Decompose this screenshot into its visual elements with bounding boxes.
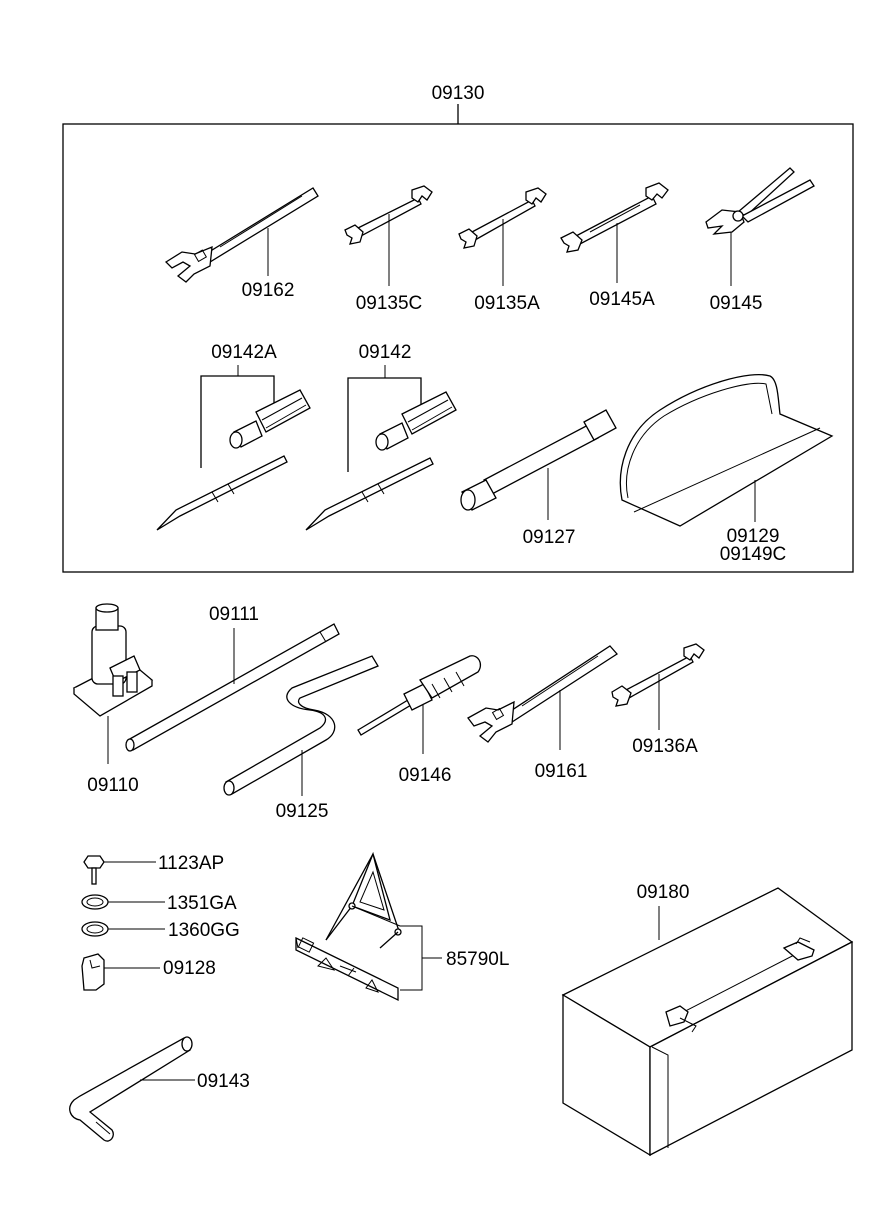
pliers-09145[interactable]: 09145 [705,167,815,314]
label-09145[interactable]: 09145 [710,293,763,314]
bottle-jack-09110[interactable]: 09110 [72,603,154,796]
open-end-wrench-09145a[interactable]: 09145A [560,182,669,310]
label-09135a[interactable]: 09135A [474,293,540,314]
screwdriver-set-09142[interactable]: 09142 [305,342,457,531]
label-09110[interactable]: 09110 [87,775,138,796]
label-09180[interactable]: 09180 [637,882,690,903]
label-1123ap[interactable]: 1123AP [158,853,224,874]
tool-kit-frame [62,123,854,573]
label-09129[interactable]: 09129 [727,526,780,547]
bolt-1123ap[interactable]: 1123AP [83,853,224,885]
label-1360gg[interactable]: 1360GG [168,920,240,941]
open-end-wrench-09135a[interactable]: 09135A [458,187,547,314]
jack-handle-rod-09111[interactable]: 09111 [125,604,340,752]
open-end-wrench-09136a[interactable]: 09136A [611,643,705,757]
open-end-wrench-09135c[interactable]: 09135C [344,185,433,314]
tool-kit-group: 09130 [62,83,854,573]
label-09161[interactable]: 09161 [535,761,588,782]
label-09142a[interactable]: 09142A [211,342,277,363]
crank-handle-09125[interactable]: 09125 [223,655,379,822]
hex-key-09143[interactable]: 09143 [69,1036,250,1142]
label-09125[interactable]: 09125 [276,801,329,822]
label-09146[interactable]: 09146 [399,765,452,786]
label-09149c[interactable]: 09149C [720,544,787,565]
label-09135c[interactable]: 09135C [356,293,423,314]
label-1351ga[interactable]: 1351GA [167,893,237,914]
adjustable-wrench-09162[interactable]: 09162 [164,187,319,301]
label-09130[interactable]: 09130 [432,83,485,104]
label-09162[interactable]: 09162 [242,280,295,301]
tool-bag-09129[interactable]: 09129 09149C [619,374,834,565]
label-09127[interactable]: 09127 [523,527,576,548]
screwdriver-set-09142a[interactable]: 09142A [156,342,311,531]
tool-box-09180[interactable]: 09180 [561,882,854,1157]
clip-09128[interactable]: 09128 [81,953,216,991]
screwdriver-09146[interactable]: 09146 [357,655,482,786]
washer-1360gg[interactable]: 1360GG [81,920,240,941]
washer-1351ga[interactable]: 1351GA [81,893,237,914]
warning-triangle-85790l[interactable]: 85790L [295,851,509,1002]
wheel-brace-09127[interactable]: 09127 [460,409,617,548]
label-09145a[interactable]: 09145A [589,289,655,310]
label-09143[interactable]: 09143 [197,1071,250,1092]
label-85790l[interactable]: 85790L [446,949,509,970]
label-09136a[interactable]: 09136A [632,736,698,757]
adjustable-wrench-09161[interactable]: 09161 [467,645,618,782]
label-09128[interactable]: 09128 [163,958,216,979]
label-09111[interactable]: 09111 [209,604,259,625]
label-09142[interactable]: 09142 [359,342,412,363]
